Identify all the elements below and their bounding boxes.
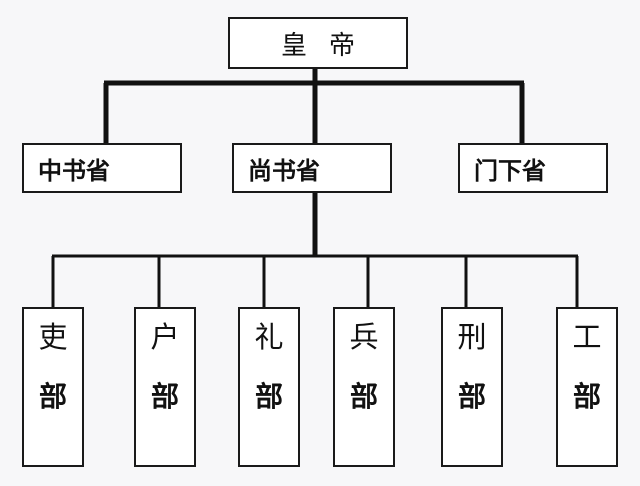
ministry-char-1: 户 [150,320,180,354]
node-emperor: 皇帝 [228,17,408,69]
ministry-char-2: 部 [457,380,486,413]
ministry-char-1: 吏 [38,320,68,354]
node-zhongshu-province: 中书省 [22,143,182,193]
node-menxia-province: 门下省 [458,143,608,193]
node-ministry-war: 兵 部 [333,307,395,467]
node-shangshu-province: 尚书省 [232,143,392,193]
ministry-char-1: 礼 [254,320,284,354]
ministry-char-1: 工 [572,320,602,354]
node-shangshu-label: 尚书省 [248,156,320,185]
ministry-char-2: 部 [572,380,601,413]
ministry-char-2: 部 [150,380,179,413]
ministry-char-2: 部 [38,380,67,413]
node-menxia-label: 门下省 [474,156,546,185]
ministry-char-1: 刑 [457,320,487,354]
node-emperor-label: 皇帝 [280,30,377,61]
ministry-char-1: 兵 [349,320,379,354]
ministry-char-2: 部 [349,380,378,413]
node-ministry-personnel: 吏 部 [22,307,84,467]
node-ministry-works: 工 部 [556,307,618,467]
node-ministry-rites: 礼 部 [238,307,300,467]
node-ministry-revenue: 户 部 [134,307,196,467]
node-zhongshu-label: 中书省 [38,156,110,185]
ministry-char-2: 部 [254,380,283,413]
node-ministry-justice: 刑 部 [441,307,503,467]
